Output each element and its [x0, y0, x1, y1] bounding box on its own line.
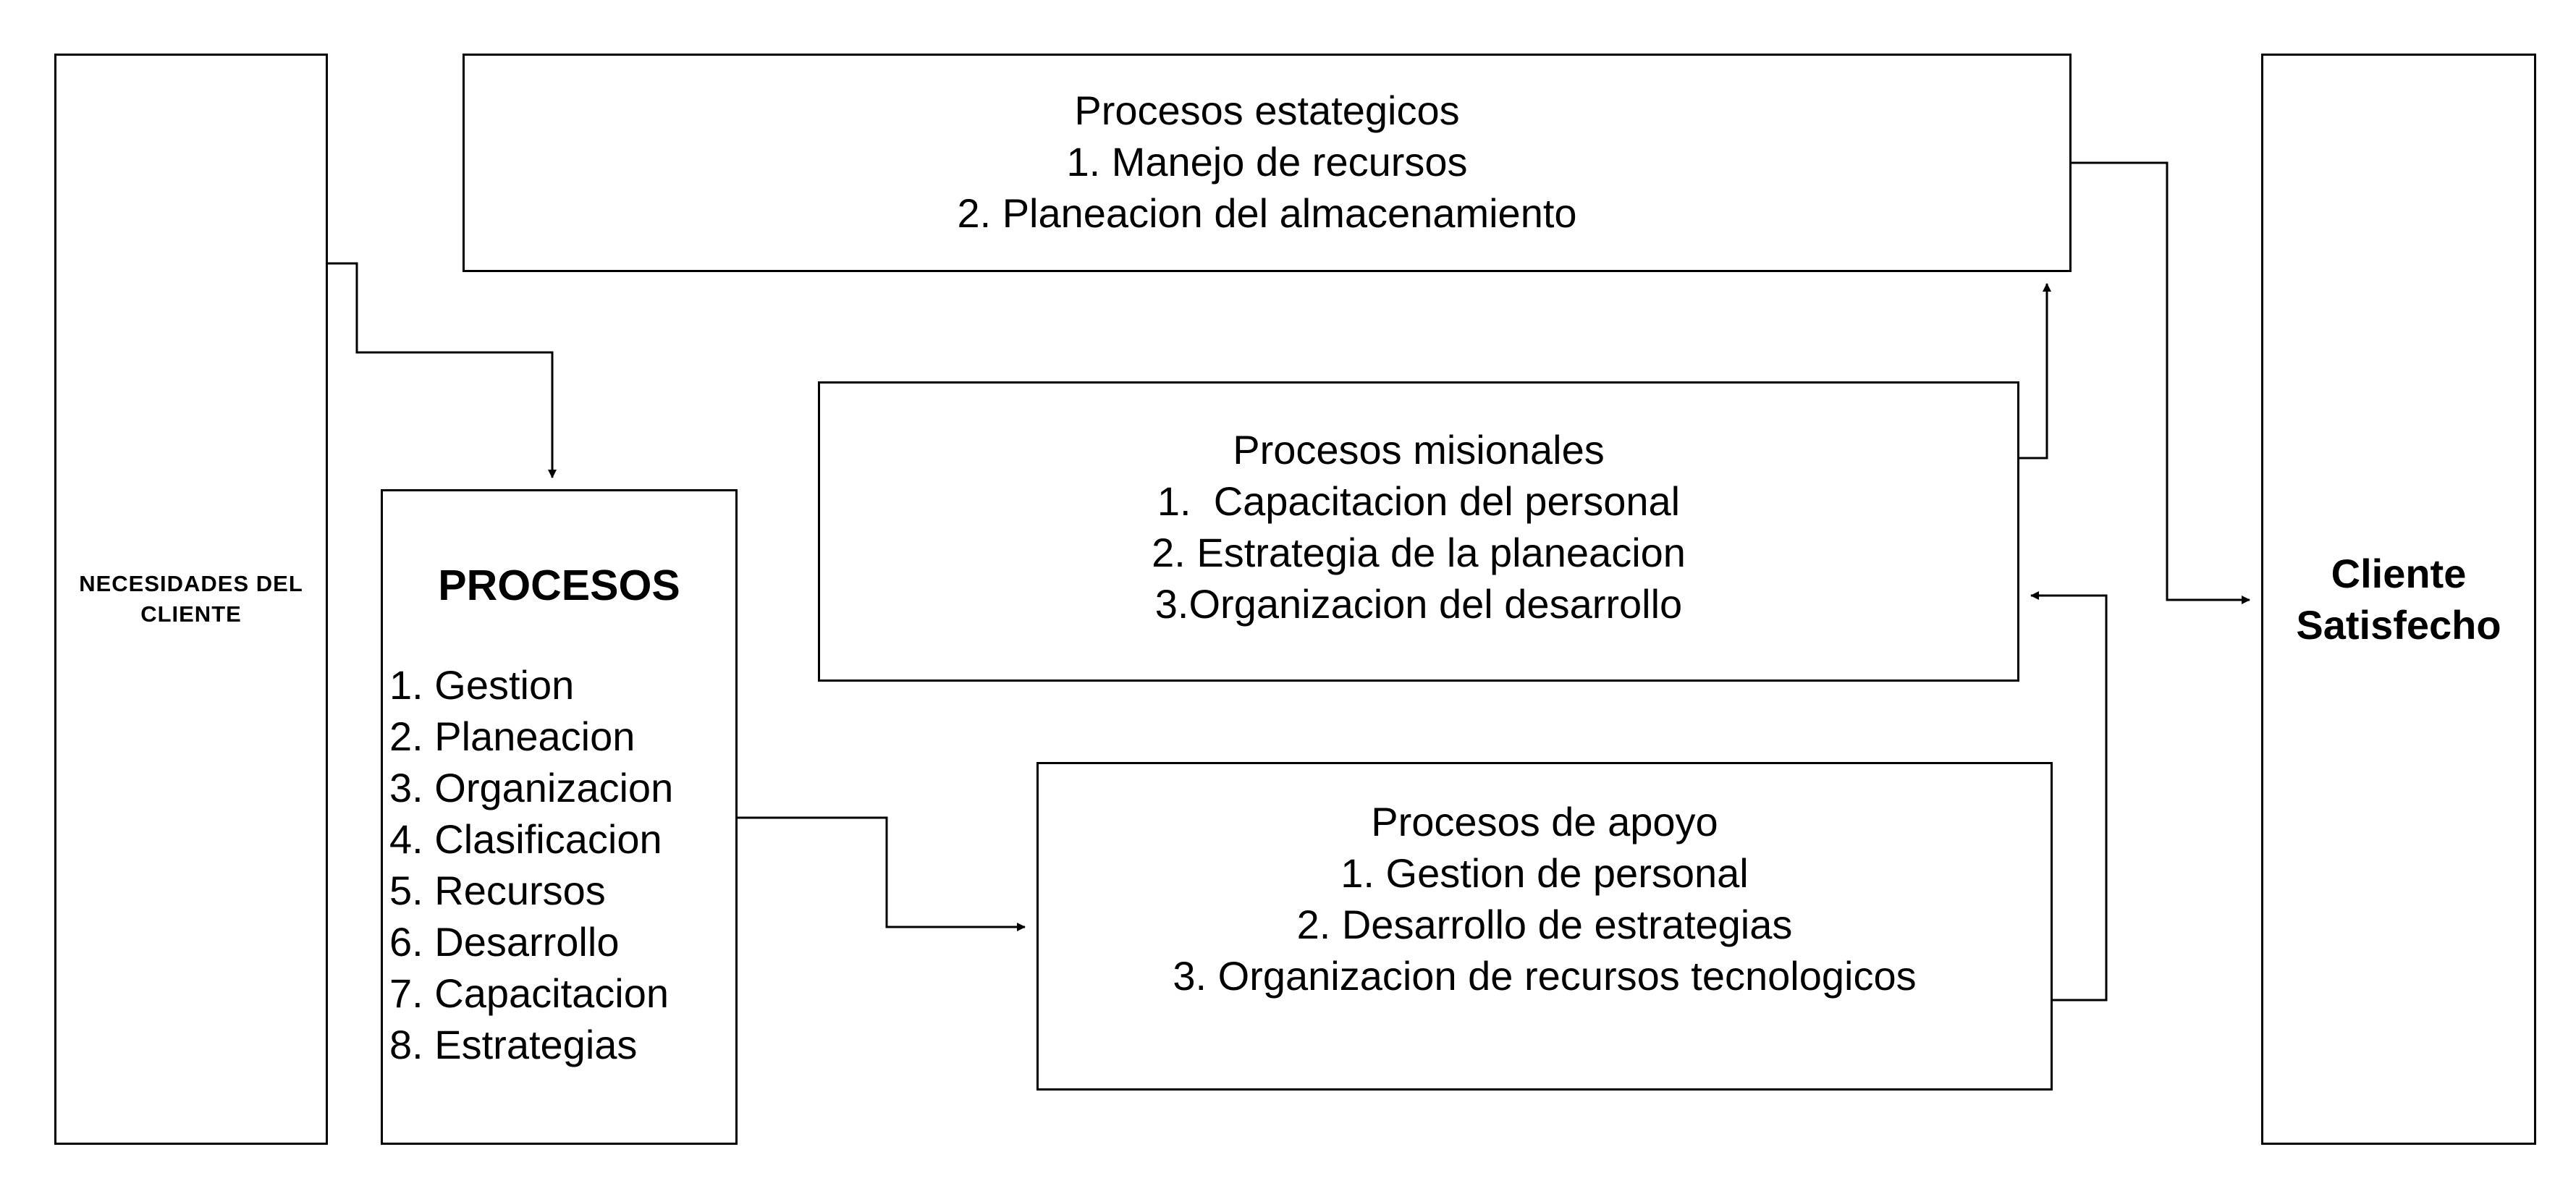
support-item: 3. Organizacion de recursos tecnologicos — [1173, 953, 1917, 999]
client-needs-label: NECESIDADES DEL CLIENTE — [79, 571, 303, 627]
arrow-procesos-to-apoyo — [738, 816, 1026, 931]
processes-list-item: 7. Capacitacion — [389, 970, 670, 1016]
strategic-item: 2. Planeacion del almacenamiento — [957, 190, 1577, 236]
mission-item: 3.Organizacion del desarrollo — [1154, 581, 1683, 627]
support-processes-box: Procesos de apoyo 1. Gestion de personal… — [1036, 762, 2053, 1091]
processes-list-item: 2. Planeacion — [389, 714, 635, 759]
processes-title: PROCESOS — [438, 562, 680, 609]
processes-list-item: 6. Desarrollo — [389, 919, 620, 965]
mission-processes-box: Procesos misionales 1. Capacitacion del … — [818, 381, 2019, 682]
mission-item: 1. Capacitacion del personal — [1157, 478, 1681, 524]
processes-list-item: 3. Organizacion — [389, 765, 674, 810]
processes-list-item: 1. Gestion — [389, 662, 575, 708]
arrow-needs-to-procesos — [328, 262, 557, 478]
support-processes-title: Procesos de apoyo — [1371, 799, 1718, 844]
mission-item: 2. Estrategia de la planeacion — [1152, 530, 1686, 575]
processes-box: PROCESOS 1. Gestion 2. Planeacion 3. Org… — [381, 489, 738, 1145]
satisfied-client-box: Cliente Satisfecho — [2261, 54, 2536, 1145]
satisfied-client-label: Cliente — [2331, 551, 2467, 596]
client-needs-box: NECESIDADES DEL CLIENTE — [54, 54, 328, 1145]
processes-list-item: 4. Clasificacion — [389, 816, 662, 862]
strategic-processes-title: Procesos estategicos — [1074, 88, 1460, 133]
arrow-misionales-to-estrategicos — [2019, 283, 2051, 460]
processes-list-item: 8. Estrategias — [389, 1022, 638, 1067]
support-item: 2. Desarrollo de estrategias — [1296, 902, 1793, 947]
processes-list: 1. Gestion 2. Planeacion 3. Organizacion… — [389, 659, 673, 1070]
arrow-estrategicos-to-cliente — [2072, 161, 2250, 604]
strategic-item: 1. Manejo de recursos — [1066, 139, 1468, 185]
satisfied-client-label: Satisfecho — [2296, 602, 2501, 648]
support-item: 1. Gestion de personal — [1340, 850, 1749, 896]
processes-list-item: 5. Recursos — [389, 868, 606, 913]
mission-processes-title: Procesos misionales — [1233, 427, 1605, 473]
strategic-processes-box: Procesos estategicos 1. Manejo de recurs… — [463, 54, 2072, 272]
